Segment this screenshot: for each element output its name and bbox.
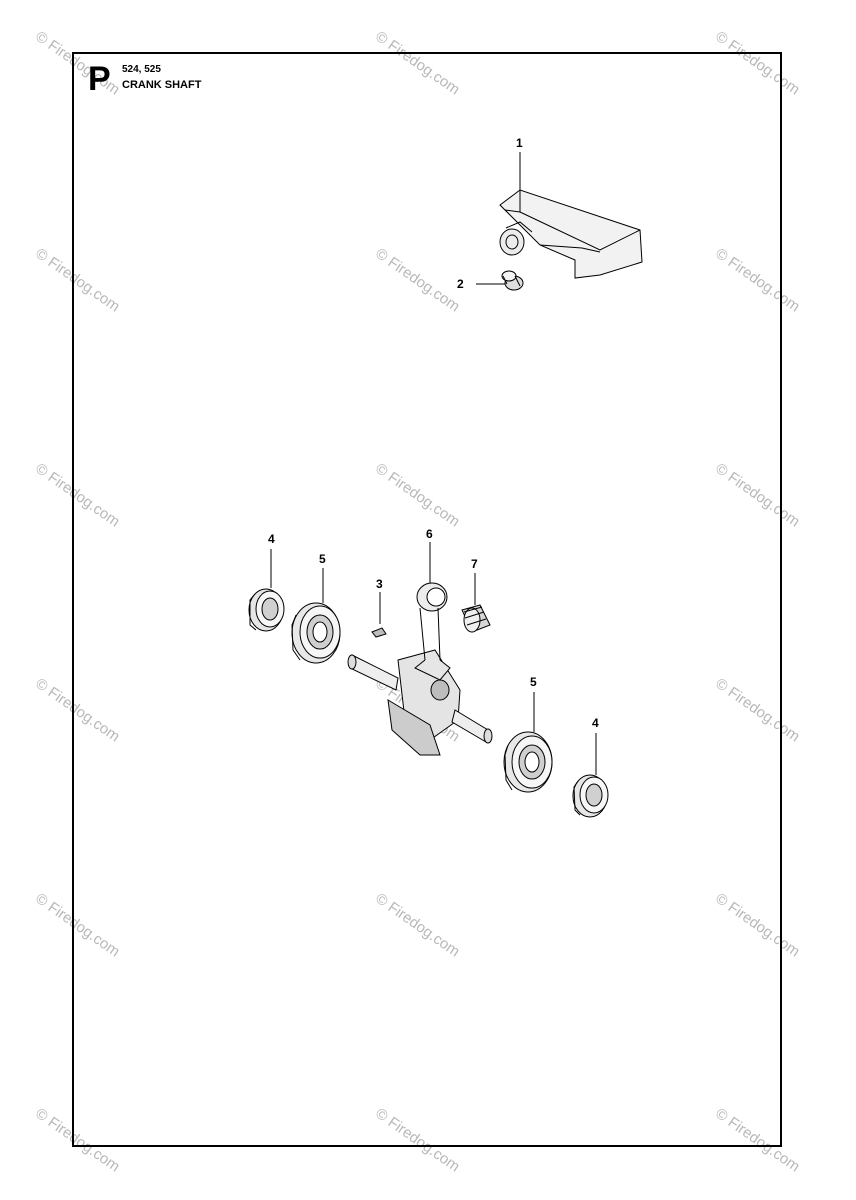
callout-7: 7 [471,557,478,571]
callout-4: 4 [592,716,599,730]
callout-5: 5 [319,552,326,566]
callout-6: 6 [426,527,433,541]
callout-3: 3 [376,577,383,591]
part-1-cover [499,189,643,279]
callout-5: 5 [530,675,537,689]
model-numbers: 524, 525 [122,64,161,75]
part-6-connecting-rod [414,582,451,681]
part-2-screw [501,270,524,291]
part-5-bearing [291,602,341,664]
page-frame [72,52,782,1147]
page-title: CRANK SHAFT [122,79,202,91]
part-3-key [371,627,387,638]
callout-2: 2 [457,277,464,291]
part-4-seal [572,774,609,818]
part-7-needle-bearing [461,604,491,633]
section-letter: P [88,60,111,98]
part-4-seal [248,588,285,632]
part-crankshaft [347,649,493,756]
callout-4: 4 [268,532,275,546]
callout-1: 1 [516,136,523,150]
part-5-bearing [503,731,553,793]
